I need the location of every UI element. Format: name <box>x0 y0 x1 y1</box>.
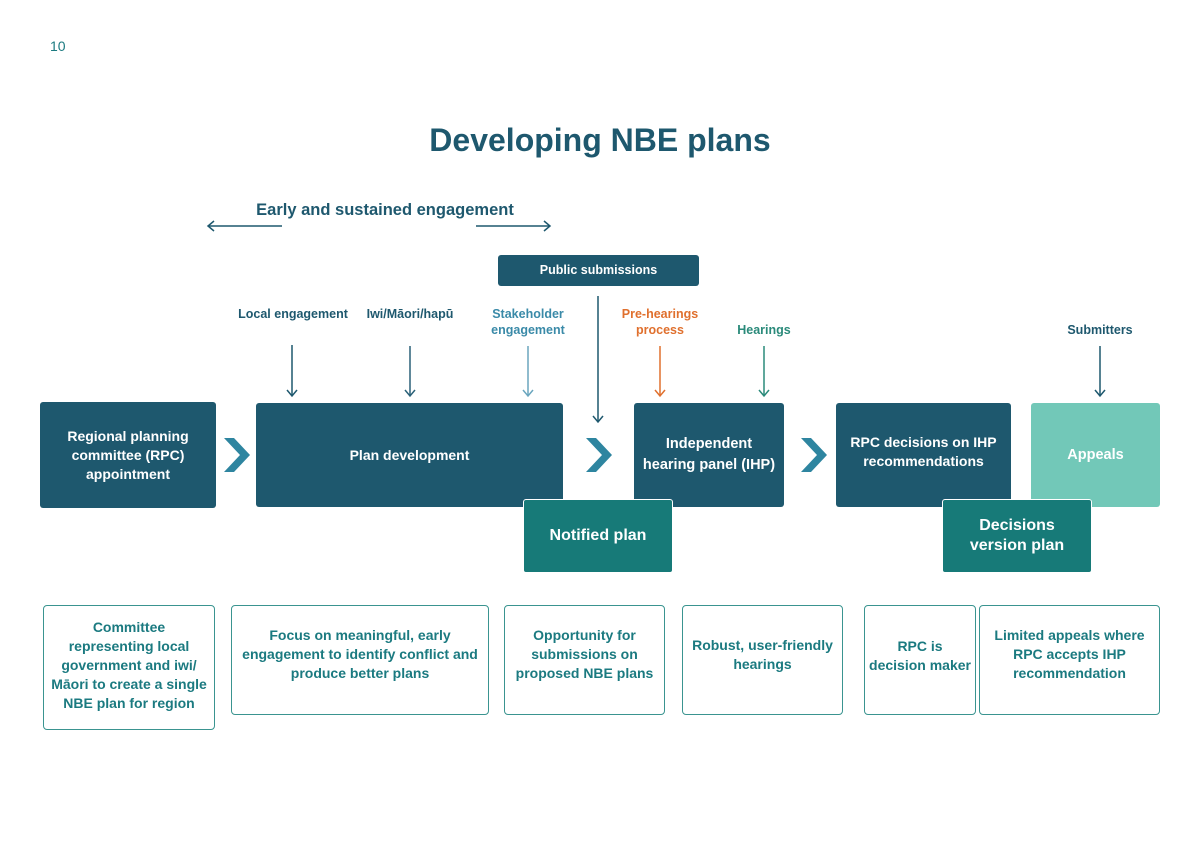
stage-rpc-appointment: Regional planning committee (RPC) appoin… <box>40 402 216 508</box>
input-label-hearings: Hearings <box>737 323 791 337</box>
description-appeals: Limited appeals where RPC accepts IHP re… <box>979 605 1160 715</box>
arrow-local-engagement <box>286 345 298 398</box>
stage-plan-development: Plan development <box>256 403 563 507</box>
arrow-hearings <box>758 346 770 398</box>
arrowhead-left-icon <box>206 220 215 232</box>
arrow-stakeholder <box>522 346 534 398</box>
output-decisions-version-plan: Decisions version plan <box>942 499 1092 573</box>
description-public-submissions: Opportunity for submissions on proposed … <box>504 605 665 715</box>
page-number: 10 <box>50 38 66 54</box>
description-hearings: Robust, user-friendly hearings <box>682 605 843 715</box>
engagement-span-label: Early and sustained engagement <box>256 201 514 219</box>
arrow-iwi <box>404 346 416 398</box>
input-label-stakeholder: Stakeholder engagement <box>491 307 565 337</box>
chevron-right-icon <box>224 438 250 472</box>
arrow-submitters <box>1094 346 1106 398</box>
chevron-right-icon <box>801 438 827 472</box>
engagement-span-arrow <box>206 220 552 232</box>
description-plan-development: Focus on meaningful, early engagement to… <box>231 605 489 715</box>
stage-ihp: Independent hearing panel (IHP) <box>634 403 784 507</box>
arrowhead-right-icon <box>543 220 552 232</box>
stage-rpc-decisions: RPC decisions on IHP recommendations <box>836 403 1011 507</box>
output-notified-plan: Notified plan <box>523 499 673 573</box>
description-rpc-decisions: RPC is decision maker <box>864 605 976 715</box>
arrow-public-submissions <box>592 296 604 424</box>
input-label-submitters: Submitters <box>1067 323 1133 337</box>
stage-appeals: Appeals <box>1031 403 1160 507</box>
input-label-local-engagement: Local engagement <box>238 307 348 321</box>
arrow-pre-hearings <box>654 346 666 398</box>
public-submissions-box: Public submissions <box>498 255 699 286</box>
page-title: Developing NBE plans <box>429 122 771 158</box>
input-label-iwi: Iwi/Māori/hapū <box>366 307 454 321</box>
input-label-pre-hearings: Pre-hearings process <box>621 307 699 337</box>
description-rpc-appointment: Committee representing local government … <box>43 605 215 730</box>
chevron-right-icon <box>586 438 612 472</box>
